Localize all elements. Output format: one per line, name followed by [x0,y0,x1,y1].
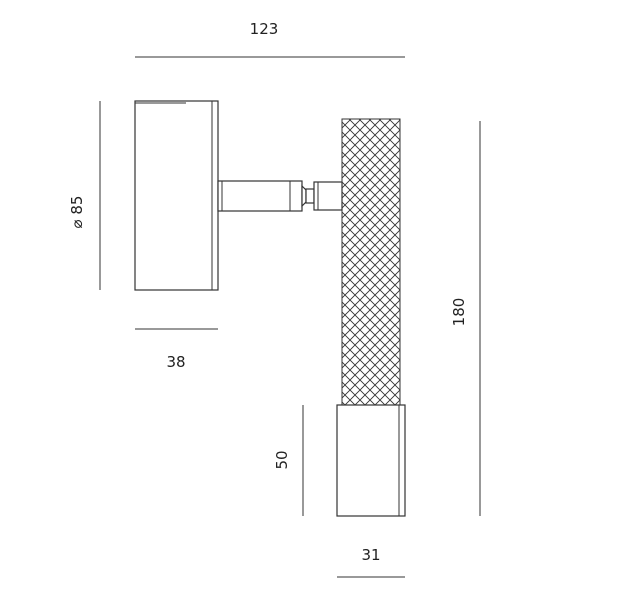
base-diameter-label: ⌀ 85 [68,196,86,229]
head-height-label: 50 [273,450,291,469]
wall-base [134,100,219,291]
total-height-label: 180 [450,298,468,327]
lamp-head [336,404,406,517]
head-width-label: 31 [361,546,380,564]
knurled-body [341,118,401,406]
base-depth-label: 38 [166,353,185,371]
arm-joint [217,180,343,212]
total-width-label: 123 [250,20,279,38]
